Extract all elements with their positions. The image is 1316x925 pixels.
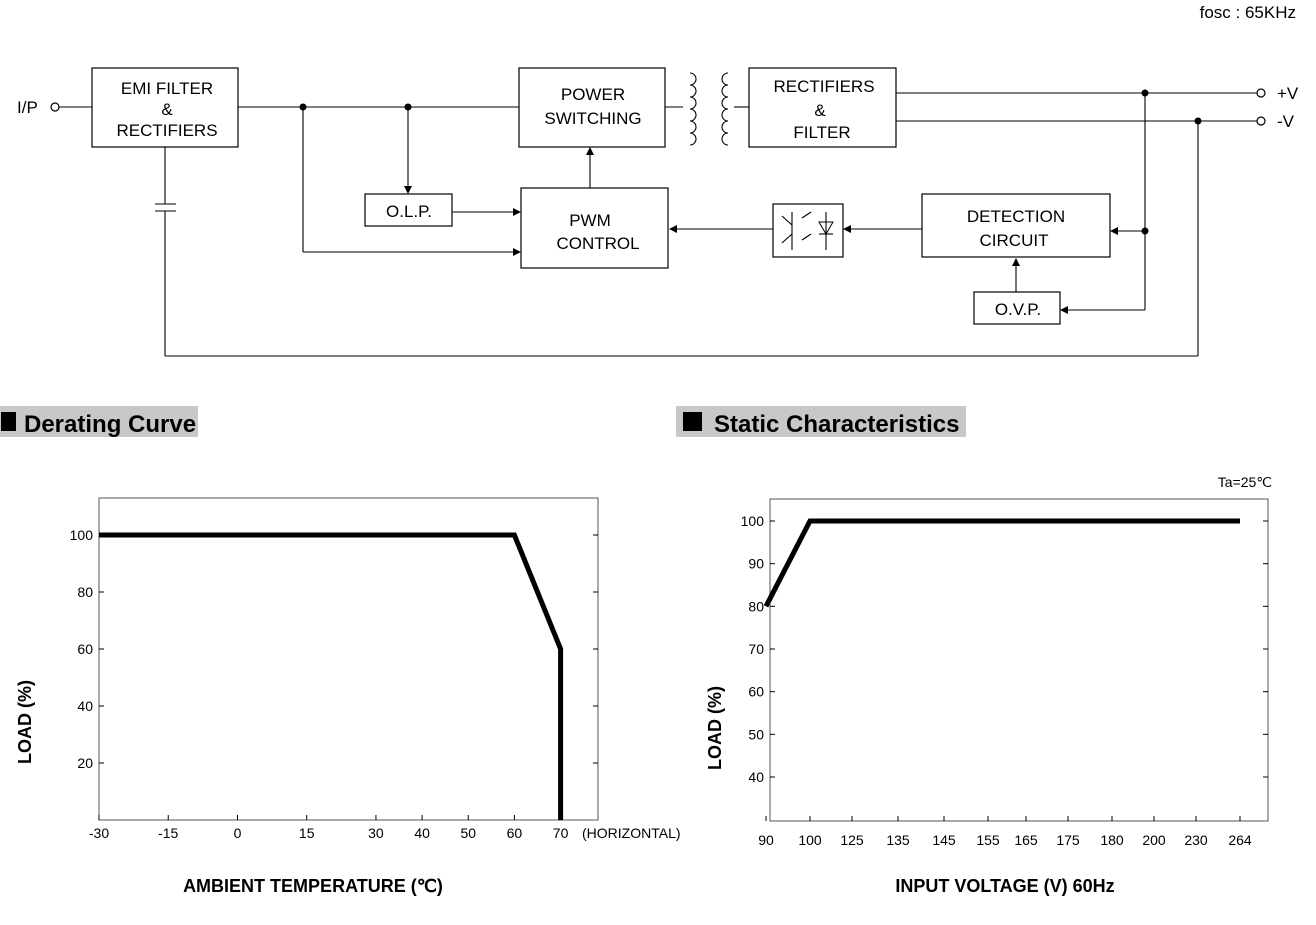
olp-block [364,193,453,227]
derating-header: Derating Curve [0,406,198,438]
x-tick-label: 264 [1228,832,1252,848]
y-tick-label: 20 [77,755,93,771]
x-tick-label: -30 [89,825,109,841]
static-annotation: Ta=25℃ [1218,474,1272,490]
emi-line-1: EMI FILTER [121,79,213,98]
rect-line-2: & [814,101,826,120]
detection-line-2: CIRCUIT [980,231,1049,250]
optocoupler-icon [669,203,922,258]
olp-label: O.L.P. [386,202,432,221]
derating-series-line [99,532,564,820]
input-label: I/P [17,98,38,117]
x-tick-label: 0 [234,825,242,841]
power-switching-block [518,67,666,148]
ovp-block [973,291,1061,325]
x-tick-label: -15 [158,825,178,841]
y-tick-label: 40 [748,769,764,785]
output-neg-terminal [1256,116,1266,126]
ovp-label: O.V.P. [995,300,1041,319]
square-bullet-icon [683,412,702,431]
derating-plot-area [98,497,599,821]
derating-chart: 20 40 60 80 100 -30 -15 0 15 30 40 50 60 70 (HORIZON… [15,497,681,896]
y-tick-label: 80 [77,584,93,600]
derating-y-axis-label: LOAD (%) [15,680,35,764]
power-line-2: SWITCHING [544,109,641,128]
x-tick-label: 70 [553,825,569,841]
emi-line-3: RECTIFIERS [116,121,217,140]
rect-line-1: RECTIFIERS [773,77,874,96]
block-diagram: fosc : 65KHz I/P EMI FILTER & RECTIFIERS… [17,3,1299,357]
fosc-label: fosc : 65KHz [1200,3,1296,22]
output-pos-terminal [1256,88,1266,98]
static-series-line [763,518,1240,608]
y-tick-label: 80 [748,598,764,614]
x-tick-label: 230 [1184,832,1208,848]
x-tick-label: 125 [840,832,864,848]
y-tick-label: 40 [77,698,93,714]
output-pos-label: +V [1277,84,1299,103]
static-y-axis-label: LOAD (%) [705,686,725,770]
y-tick-label: 90 [748,556,764,572]
transformer-icon [665,72,749,146]
y-tick-label: 70 [748,641,764,657]
x-tick-label: 180 [1100,832,1124,848]
square-bullet-icon [1,412,16,431]
static-header: Static Characteristics [676,406,966,438]
derating-x-axis-label: AMBIENT TEMPERATURE (℃) [183,876,443,896]
static-plot-area [769,498,1269,822]
x-tick-label: 145 [932,832,956,848]
x-tick-label: 60 [507,825,523,841]
detection-circuit-block [921,193,1111,258]
x-tick-label: 135 [886,832,910,848]
rect-line-3: FILTER [793,123,850,142]
x-tick-label: 40 [414,825,430,841]
static-x-axis-label: INPUT VOLTAGE (V) 60Hz [895,876,1114,896]
rectifier-filter-block [748,67,897,148]
detection-line-1: DETECTION [967,207,1065,226]
y-tick-label: 100 [70,527,94,543]
x-tick-label: 50 [460,825,476,841]
derating-x-suffix: (HORIZONTAL) [582,825,681,841]
x-tick-label: 100 [798,832,822,848]
static-chart: Ta=25℃ 40 50 60 70 80 90 100 90 100 125 135 145 155… [705,474,1272,896]
x-tick-label: 90 [758,832,774,848]
x-tick-label: 155 [976,832,1000,848]
x-tick-label: 165 [1014,832,1038,848]
x-tick-label: 15 [299,825,315,841]
pwm-line-1: PWM [569,211,611,230]
y-tick-label: 60 [748,684,764,700]
output-neg-label: -V [1277,112,1295,131]
y-tick-label: 100 [741,513,765,529]
x-tick-label: 200 [1142,832,1166,848]
pwm-control-block [520,187,669,269]
pwm-line-2: CONTROL [556,234,639,253]
static-title: Static Characteristics [714,411,959,438]
y-tick-label: 50 [748,726,764,742]
power-line-1: POWER [561,85,625,104]
y-tick-label: 60 [77,641,93,657]
derating-title: Derating Curve [24,411,196,438]
input-terminal [50,102,60,112]
x-tick-label: 175 [1056,832,1080,848]
x-tick-label: 30 [368,825,384,841]
emi-line-2: & [161,100,173,119]
